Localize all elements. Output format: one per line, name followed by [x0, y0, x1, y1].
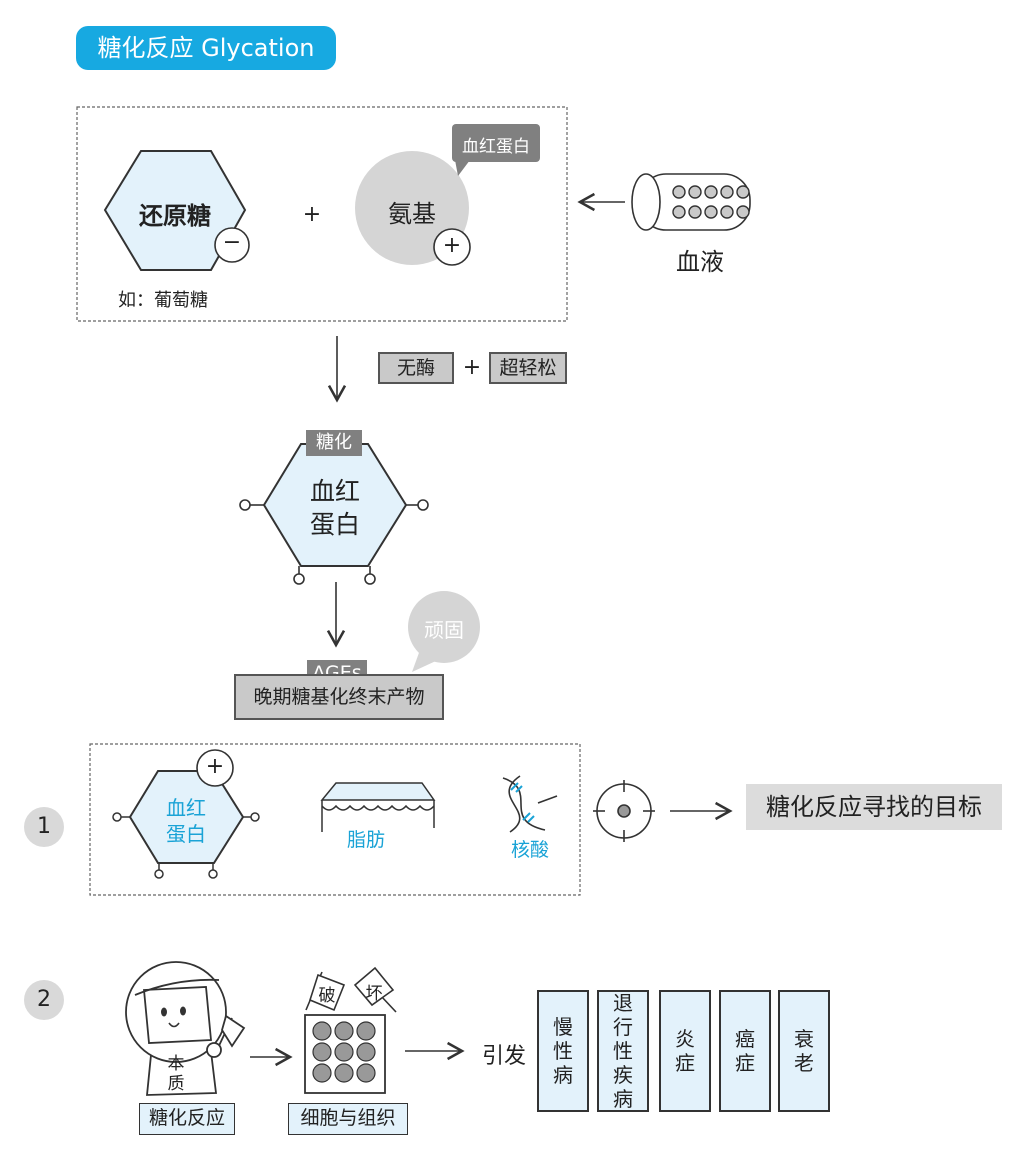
example-label: 如：葡萄糖 [118, 290, 208, 311]
blood-cells [672, 185, 750, 219]
easy-box: 超轻松 [489, 352, 567, 384]
small-hemoglobin-hexagon [128, 770, 245, 864]
flag-break-label: 破 [318, 986, 336, 1006]
disease-inflammation: 炎症 [659, 990, 711, 1112]
glycated-tag: 糖化 [306, 430, 362, 456]
target-label: 糖化反应寻找的目标 [746, 784, 1002, 830]
target-reticle-icon [593, 780, 655, 842]
small-plus-sign: + [205, 754, 225, 779]
hemoglobin-tag-tail [455, 160, 470, 176]
character-mouth [168, 1022, 180, 1028]
nature-line2: 质 [167, 1074, 185, 1094]
diagram-title: 糖化反应 Glycation [76, 26, 336, 70]
glycated-hemoglobin-hexagon [262, 443, 408, 567]
destroy-flags [305, 966, 397, 1013]
stubborn-label: 顽固 [424, 618, 464, 642]
trigger-label: 引发 [481, 1044, 526, 1069]
small-hemoglobin-line2: 蛋白 [166, 822, 206, 846]
section-number-2: 2 [24, 980, 64, 1020]
conditions-plus: + [462, 355, 482, 380]
reducing-sugar-label: 还原糖 [139, 202, 211, 230]
character-face [161, 1006, 186, 1017]
glycated-line1: 血红 [309, 477, 360, 506]
plus-badge [433, 228, 471, 266]
nucleic-acid-label: 核酸 [510, 839, 549, 861]
character-illustration [125, 961, 246, 1096]
small-plus-badge [196, 749, 234, 787]
plus-sign: + [442, 233, 462, 258]
section-number-1: 1 [24, 807, 64, 847]
glycated-links [239, 499, 429, 585]
blood-vessel-opening [631, 173, 661, 231]
no-enzyme-box: 无酶 [378, 352, 454, 384]
hemoglobin-tag-bg [452, 124, 540, 162]
nature-line1: 本 [167, 1054, 185, 1074]
targets-frame [89, 743, 581, 896]
ages-label: 晚期糖基化终末产物 [234, 674, 444, 720]
minus-badge [214, 227, 250, 263]
amino-label: 氨基 [388, 200, 436, 228]
hemoglobin-tag: 血红蛋白 [462, 137, 530, 157]
blood-label: 血液 [676, 248, 724, 276]
glycation-caption: 糖化反应 [139, 1103, 235, 1135]
disease-aging: 衰老 [778, 990, 830, 1112]
disease-cancer: 癌症 [719, 990, 771, 1112]
small-hemoglobin-links [112, 812, 260, 879]
stubborn-bubble [408, 591, 480, 663]
cells-caption: 细胞与组织 [288, 1103, 408, 1135]
reducing-sugar-hexagon [103, 150, 247, 271]
reaction-frame [76, 106, 568, 322]
cells-grid [312, 1021, 376, 1083]
flag-bad-label: 坏 [365, 984, 383, 1004]
reaction-plus: + [302, 202, 322, 227]
dna-icon [502, 775, 558, 833]
glycated-line2: 蛋白 [309, 510, 360, 539]
small-hemoglobin-line1: 血红 [166, 796, 206, 820]
disease-chronic: 慢性病 [537, 990, 589, 1112]
fat-label: 脂肪 [346, 829, 385, 851]
fat-icon [320, 782, 436, 832]
disease-degenerative: 退行性疾病 [597, 990, 649, 1112]
minus-sign: − [222, 230, 242, 255]
stubborn-bubble-tail [412, 650, 438, 672]
